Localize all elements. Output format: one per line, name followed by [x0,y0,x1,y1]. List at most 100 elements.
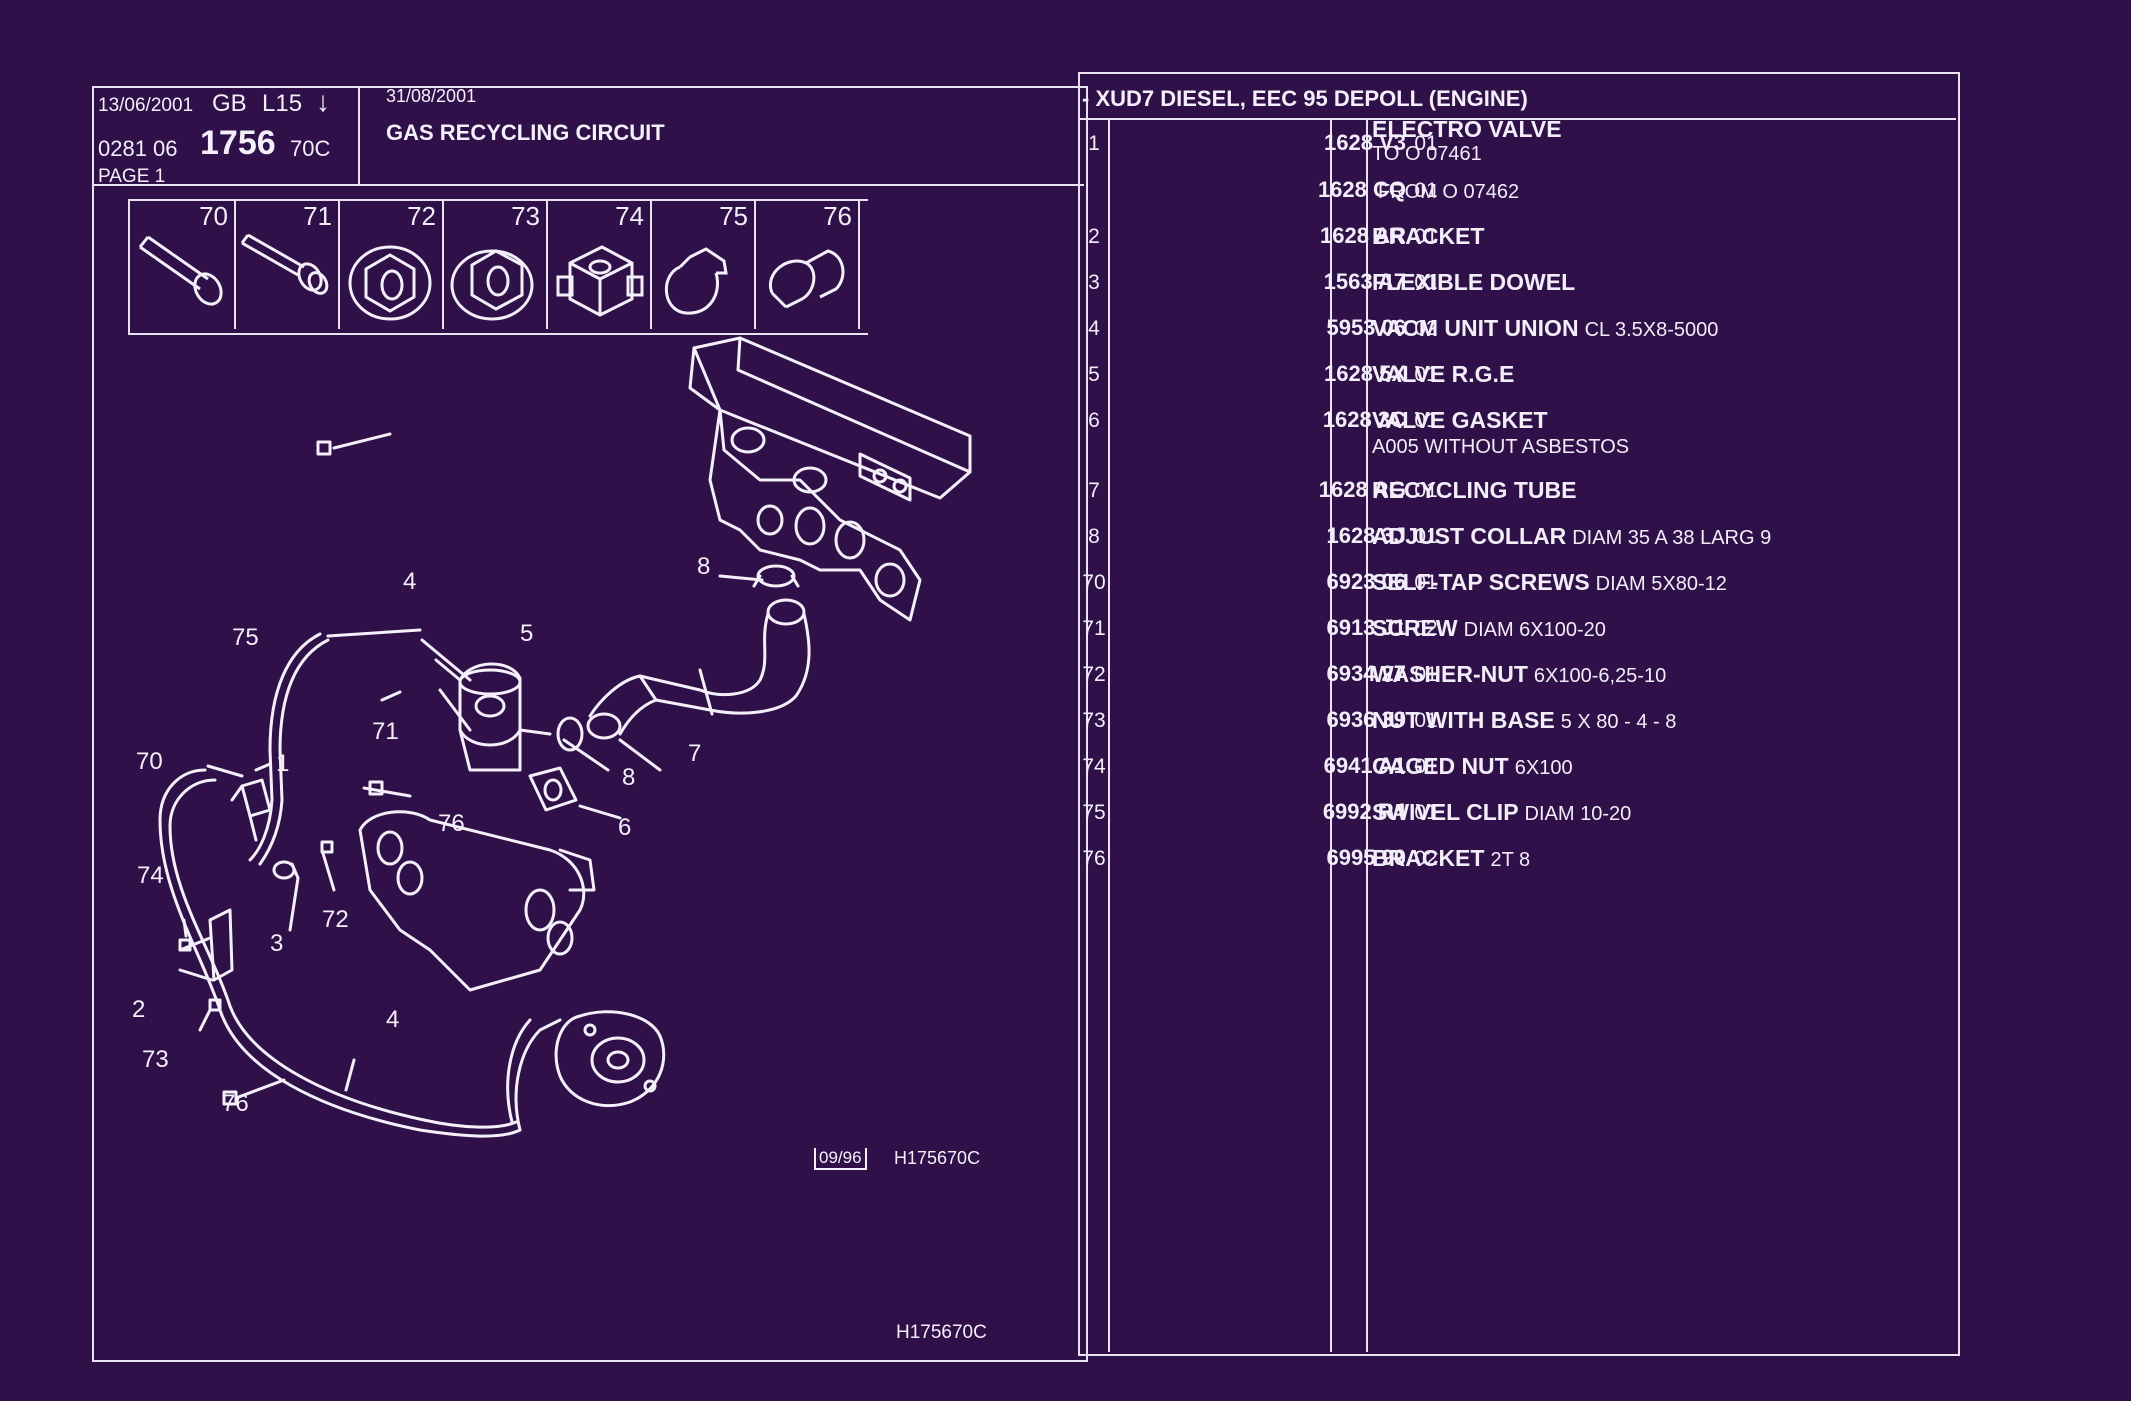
header-update-date: 31/08/2001 [386,86,477,106]
part-reference: 1628 AG [1318,477,1406,502]
part-index: 6 [1088,409,1100,432]
intake-manifold [688,336,972,622]
callout-7: 7 [688,740,702,767]
part-reference: 1628 CQ [1317,177,1406,202]
header-code-main: 1756 [200,124,276,162]
thumb-71: 71 [234,199,340,329]
header-level: L15 [262,90,303,117]
thumb-number: 72 [407,201,436,231]
part-quantity: 01 [1414,525,1438,548]
part-quantity: 01 [1414,179,1438,202]
washer-nut-icon [348,245,432,321]
header-code-prefix: 0281 06 [98,136,178,161]
part-name: BRACKET [1372,223,1485,249]
part-quantity: 01 [1414,663,1438,686]
thumb-70: 70 [130,199,236,329]
col-line-qty [1366,118,1368,1352]
part-name: SELF-TAP SCREWS [1372,569,1590,595]
part-name: WASHER-NUT [1372,661,1528,687]
header-date: 13/06/2001 [98,95,194,116]
callout-75: 75 [232,624,259,651]
part-index: 72 [1082,663,1106,686]
part-index: 4 [1088,317,1100,340]
part-index: 8 [1088,525,1100,548]
part-quantity: 01 [1414,225,1438,248]
callout-76: 76 [438,810,465,837]
header-vertical-divider [358,86,360,184]
part-quantity: 01 [1414,709,1438,732]
part-detail: DIAM 5X80-12 [1595,573,1727,595]
part-reference: 6995 90 [1326,845,1406,870]
clip-icon [665,247,728,315]
part-name: SWIVEL CLIP [1372,799,1519,825]
thumbnail-strip [128,199,868,335]
part-index: 1 [1088,132,1100,155]
part-detail-line2: A005 WITHOUT ASBESTOS [1372,436,1630,458]
part-index: 7 [1088,479,1100,502]
callout-6: 6 [618,814,632,841]
callout-70: 70 [136,748,163,775]
caged-nut-icon [556,245,644,317]
diagram-ref-code: H175670C [894,1148,981,1168]
part-reference: 6923 06 [1326,569,1406,594]
part-detail: 6X100 [1514,757,1573,779]
part-name: ELECTRO VALVE [1372,116,1562,142]
part-quantity: 01 [1414,479,1438,502]
part-name: BRACKET [1372,845,1485,871]
part-index: 70 [1082,571,1106,594]
left-panel-frame [92,86,1088,1362]
part-detail: TO O 07461 [1372,143,1482,165]
part-quantity: 01 [1414,755,1438,778]
part-index: 3 [1088,271,1100,294]
part-name: VACM UNIT UNION [1372,315,1579,341]
recycling-tube [586,598,811,740]
callout-74: 74 [137,862,164,889]
thumb-number: 70 [199,201,228,231]
part-detail: CL 3.5X8-5000 [1584,319,1719,341]
part-name: NUT WITH BASE [1372,707,1555,733]
part-description: VALVE R.G.E [1372,361,1520,388]
part-reference: 1628 3C [1322,407,1406,432]
part-reference: 1563 A7 [1323,269,1406,294]
callout-1: 1 [276,750,290,777]
callout-73: 73 [142,1046,169,1073]
right-panel-frame [1078,72,1960,1356]
part-quantity: 01 [1414,801,1438,824]
part-reference: 6913 J1 [1326,615,1406,640]
screw-icon [138,235,223,306]
diagram-stamp: 09/96 [814,1148,867,1170]
part-reference: 1628 3J [1326,523,1406,548]
part-reference: 6936 39 [1326,707,1406,732]
part-quantity: 01 [1414,271,1438,294]
part-detail: 5 X 80 - 4 - 8 [1560,711,1677,733]
callout-8-lower: 8 [622,764,636,791]
part-index: 71 [1082,617,1106,640]
part-quantity: 01 [1414,571,1438,594]
part-quantity: 02 [1414,617,1438,640]
thumb-number: 75 [719,201,748,231]
footer-ref-code: H175670C [896,1322,987,1343]
callout-76-lower: 76 [222,1090,249,1117]
part-description: BRACKET [1372,223,1490,250]
part-quantity: 01 [1414,409,1438,432]
part-detail: DIAM 10-20 [1524,803,1632,825]
part-index: 74 [1082,755,1106,778]
engine-title-divider [1078,118,1956,120]
part-name: FLEXIBLE DOWEL [1372,269,1576,295]
part-quantity: 02 [1414,847,1438,870]
